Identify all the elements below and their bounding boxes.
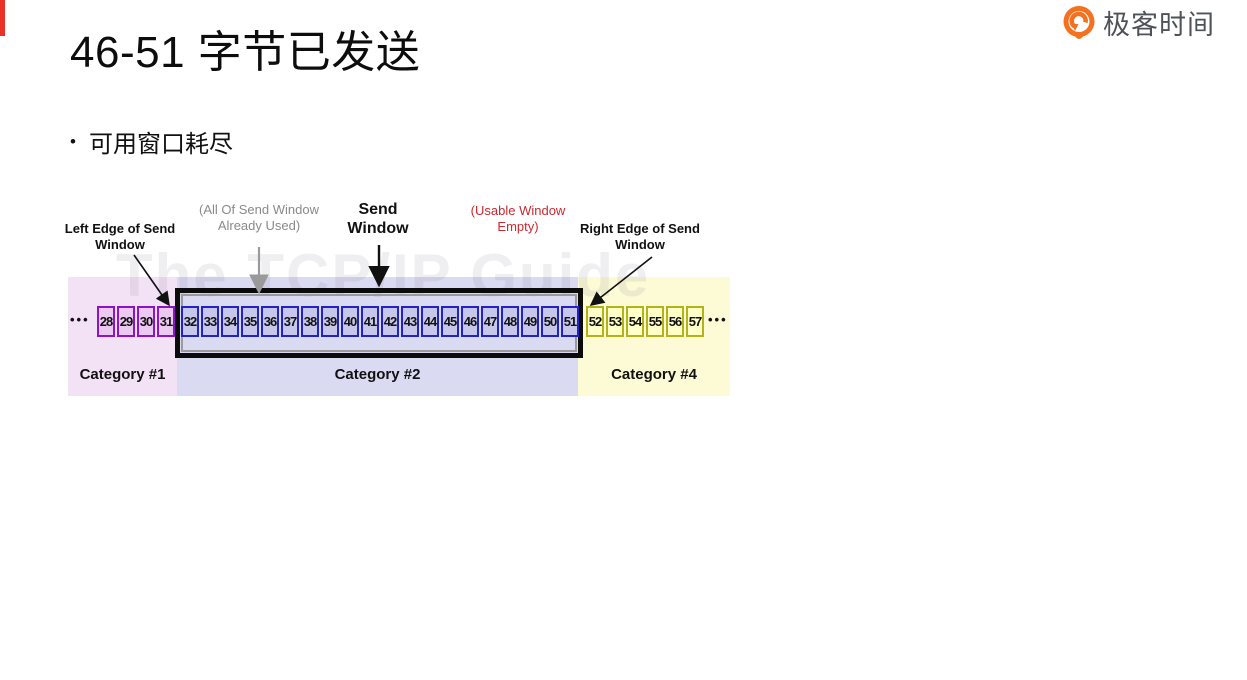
bullet-item: • 可用窗口耗尽: [70, 124, 233, 159]
left-ellipsis: •••: [70, 312, 90, 327]
geektime-logo-icon: [1063, 6, 1095, 39]
byte-box-40: 40: [341, 306, 359, 337]
byte-box-36: 36: [261, 306, 279, 337]
byte-box-45: 45: [441, 306, 459, 337]
byte-box-38: 38: [301, 306, 319, 337]
byte-box-35: 35: [241, 306, 259, 337]
byte-box-57: 57: [686, 306, 704, 337]
category-1-label: Category #1: [79, 366, 166, 383]
byte-box-52: 52: [586, 306, 604, 337]
red-accent-bar: [0, 0, 5, 36]
byte-box-53: 53: [606, 306, 624, 337]
byte-box-37: 37: [281, 306, 299, 337]
byte-box-55: 55: [646, 306, 664, 337]
byte-box-42: 42: [381, 306, 399, 337]
geektime-logo: 极客时间: [1062, 5, 1215, 45]
byte-box-28: 28: [97, 306, 115, 337]
tcp-send-window-diagram: Category #1 Category #2 Category #4 The …: [65, 195, 730, 405]
geektime-logo-text: 极客时间: [1103, 9, 1215, 40]
left-edge-label: Left Edge of Send Window: [64, 221, 176, 252]
byte-box-32: 32: [181, 306, 199, 337]
byte-box-46: 46: [461, 306, 479, 337]
right-ellipsis: •••: [708, 312, 728, 327]
byte-box-47: 47: [481, 306, 499, 337]
byte-box-41: 41: [361, 306, 379, 337]
slide-title: 46-51 字节已发送: [70, 28, 421, 77]
byte-box-43: 43: [401, 306, 419, 337]
byte-box-54: 54: [626, 306, 644, 337]
byte-box-49: 49: [521, 306, 539, 337]
already-used-label: (All Of Send Window Already Used): [199, 202, 319, 233]
category-4-label: Category #4: [611, 366, 697, 383]
byte-box-39: 39: [321, 306, 339, 337]
byte-box-56: 56: [666, 306, 684, 337]
byte-box-29: 29: [117, 306, 135, 337]
right-edge-label: Right Edge of Send Window: [580, 221, 700, 252]
byte-box-33: 33: [201, 306, 219, 337]
category-2-label: Category #2: [334, 366, 421, 383]
bullet-text: 可用窗口耗尽: [88, 131, 233, 158]
byte-box-30: 30: [137, 306, 155, 337]
byte-box-31: 31: [157, 306, 175, 337]
byte-box-51: 51: [561, 306, 579, 337]
send-window-label: Send Window: [347, 201, 409, 238]
usable-window-empty-label: (Usable Window Empty): [470, 203, 566, 234]
byte-box-34: 34: [221, 306, 239, 337]
bullet-dot: •: [70, 132, 76, 151]
byte-box-48: 48: [501, 306, 519, 337]
byte-box-44: 44: [421, 306, 439, 337]
byte-box-50: 50: [541, 306, 559, 337]
